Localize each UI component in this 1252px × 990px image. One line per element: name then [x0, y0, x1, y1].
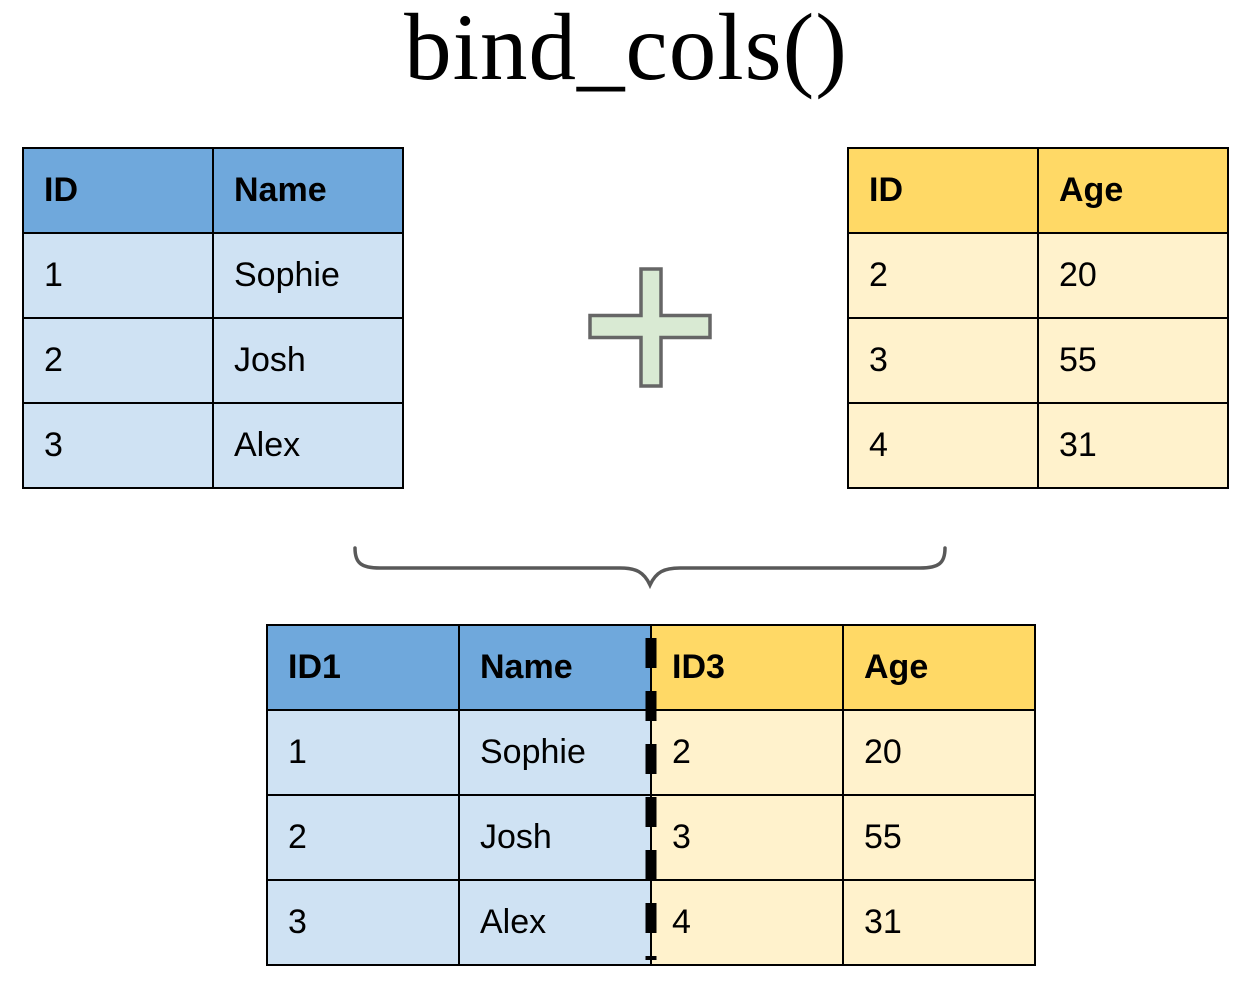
table-header-row: ID Age	[847, 147, 1229, 234]
table-row: 3 Alex 4 31	[266, 879, 1036, 966]
cell: 55	[842, 794, 1036, 881]
curly-brace-down-icon	[352, 541, 948, 591]
table-row: 4 31	[847, 402, 1229, 489]
table-row: 2 20	[847, 232, 1229, 319]
header-cell: Name	[212, 147, 404, 234]
table-row: 2 Josh 3 55	[266, 794, 1036, 881]
cell: Josh	[458, 794, 652, 881]
cell: 3	[266, 879, 460, 966]
header-cell: ID3	[650, 624, 844, 711]
cell: Alex	[458, 879, 652, 966]
cell: 3	[650, 794, 844, 881]
cell: 4	[847, 402, 1039, 489]
cell: 20	[842, 709, 1036, 796]
header-cell: Name	[458, 624, 652, 711]
table-header-row: ID1 Name ID3 Age	[266, 624, 1036, 711]
cell: 4	[650, 879, 844, 966]
cell: 55	[1037, 317, 1229, 404]
cell: Alex	[212, 402, 404, 489]
left-source-table: ID Name 1 Sophie 2 Josh 3 Alex	[22, 147, 404, 489]
cell: 2	[650, 709, 844, 796]
table-row: 3 Alex	[22, 402, 404, 489]
table-row: 2 Josh	[22, 317, 404, 404]
cell: Josh	[212, 317, 404, 404]
page-title: bind_cols()	[404, 0, 848, 100]
cell: 2	[266, 794, 460, 881]
result-table: ID1 Name ID3 Age 1 Sophie 2 20 2 Josh 3 …	[266, 624, 1036, 966]
table-row: 1 Sophie	[22, 232, 404, 319]
cell: 1	[22, 232, 214, 319]
table-row: 1 Sophie 2 20	[266, 709, 1036, 796]
cell: 3	[847, 317, 1039, 404]
cell: 31	[842, 879, 1036, 966]
cell: Sophie	[458, 709, 652, 796]
cell: 3	[22, 402, 214, 489]
cell: Sophie	[212, 232, 404, 319]
plus-icon	[588, 267, 712, 388]
right-source-table: ID Age 2 20 3 55 4 31	[847, 147, 1229, 489]
header-cell: Age	[1037, 147, 1229, 234]
header-cell: ID	[22, 147, 214, 234]
cell: 2	[22, 317, 214, 404]
header-cell: ID	[847, 147, 1039, 234]
header-cell: ID1	[266, 624, 460, 711]
cell: 31	[1037, 402, 1229, 489]
cell: 1	[266, 709, 460, 796]
cell: 20	[1037, 232, 1229, 319]
cell: 2	[847, 232, 1039, 319]
header-cell: Age	[842, 624, 1036, 711]
table-row: 3 55	[847, 317, 1229, 404]
table-header-row: ID Name	[22, 147, 404, 234]
